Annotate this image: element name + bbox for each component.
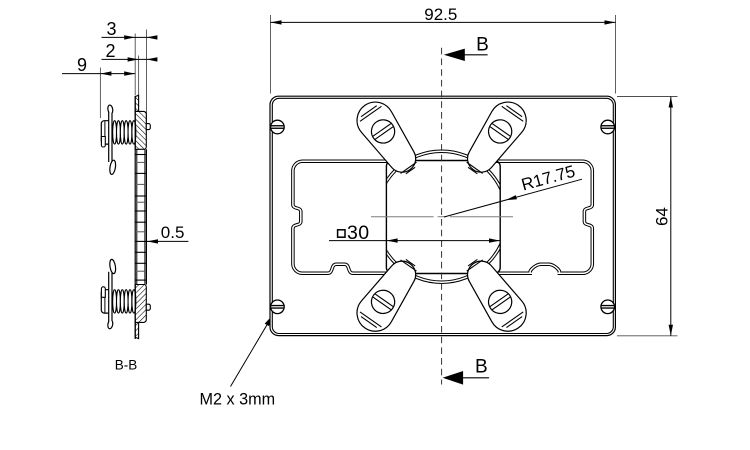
- svg-text:M2 x 3mm: M2 x 3mm: [200, 391, 276, 409]
- svg-text:64: 64: [653, 207, 672, 226]
- svg-text:B-B: B-B: [115, 358, 138, 373]
- svg-text:9: 9: [77, 55, 87, 75]
- svg-text:3: 3: [106, 19, 116, 39]
- svg-text:B: B: [476, 34, 489, 55]
- svg-text:0.5: 0.5: [161, 223, 185, 242]
- svg-text:92.5: 92.5: [424, 5, 457, 24]
- svg-text:2: 2: [105, 41, 115, 61]
- svg-text:30: 30: [347, 222, 370, 244]
- svg-text:B: B: [475, 357, 488, 378]
